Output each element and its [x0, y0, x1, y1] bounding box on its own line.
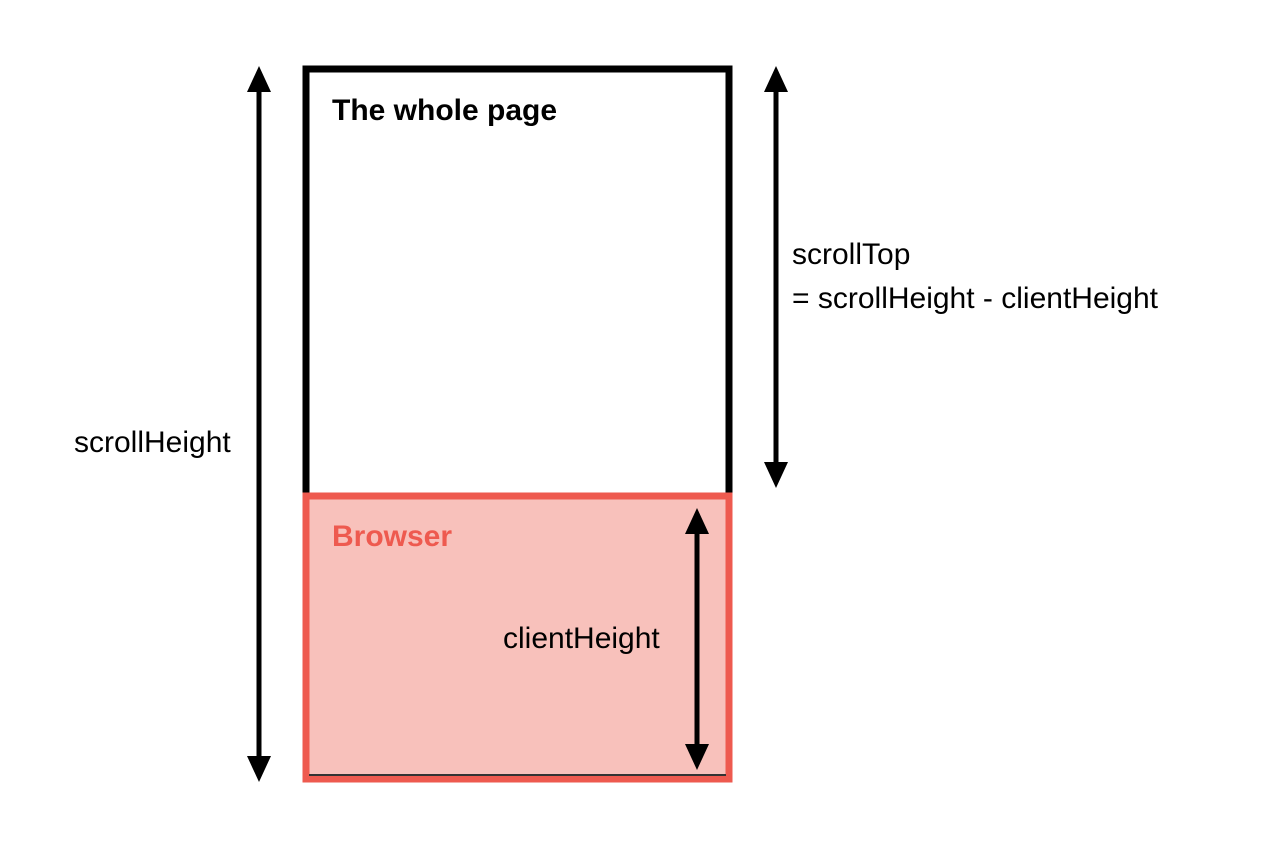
scroll-height-arrowhead-top [247, 66, 271, 92]
client-height-arrowhead-top [685, 508, 709, 534]
scroll-top-arrowhead-bottom [764, 462, 788, 488]
client-height-arrow [685, 508, 709, 770]
whole-page-title: The whole page [332, 94, 558, 127]
scroll-top-arrowhead-top [764, 66, 788, 92]
scroll-height-label: scrollHeight [74, 426, 231, 459]
scroll-height-arrowhead-bottom [247, 756, 271, 782]
scroll-top-arrow [764, 66, 788, 488]
browser-title: Browser [332, 520, 453, 553]
scroll-top-formula: = scrollHeight - clientHeight [792, 282, 1158, 315]
client-height-arrowhead-bottom [685, 744, 709, 770]
client-height-label: clientHeight [503, 622, 660, 655]
scroll-top-label: scrollTop [792, 238, 911, 271]
browser-viewport-box [302, 492, 733, 783]
scroll-height-arrow [247, 66, 271, 782]
